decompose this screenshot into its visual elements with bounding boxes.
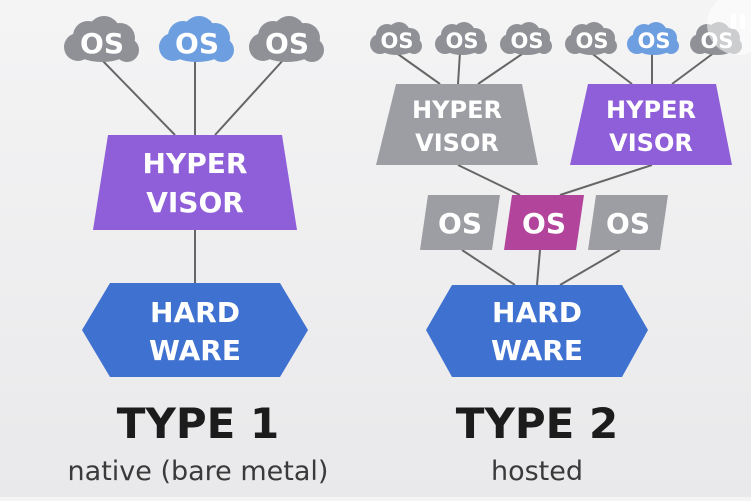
os-label: OS	[522, 207, 566, 240]
os-label: OS	[638, 29, 671, 53]
type1-os-cloud-2-active: OS	[159, 16, 234, 62]
hardware-label-line2: WARE	[491, 334, 583, 367]
hypervisor-label-line2: VISOR	[609, 129, 693, 157]
os-label: OS	[175, 27, 219, 60]
type1-os-cloud-1: OS	[64, 16, 139, 62]
type2-mid-os-box-1: OS	[420, 195, 500, 250]
os-label: OS	[576, 29, 609, 53]
hardware-label-line2: WARE	[149, 334, 241, 367]
type2-hypervisor-left: HYPER VISOR	[376, 84, 538, 165]
pause-icon	[731, 14, 745, 29]
type1-connectors	[99, 57, 286, 283]
os-label: OS	[438, 207, 482, 240]
os-label: OS	[265, 27, 309, 60]
hardware-label-line1: HARD	[492, 296, 582, 329]
hypervisor-label-line2: VISOR	[415, 129, 499, 157]
type1-title: TYPE 1	[117, 399, 279, 448]
type2-mid-os-box-2-host: OS	[504, 195, 584, 250]
type2-subtitle: hosted	[491, 456, 583, 487]
type2-top-os-cloud-5-active: OS	[627, 22, 679, 55]
type1-hardware: HARD WARE	[82, 283, 308, 377]
hypervisor-label-line1: HYPER	[606, 96, 696, 124]
type2-title: TYPE 2	[456, 399, 618, 448]
type2-top-os-cloud-1: OS	[370, 22, 422, 55]
type2-top-os-cloud-2: OS	[435, 22, 487, 55]
type1-subtitle: native (bare metal)	[68, 456, 329, 487]
pause-button[interactable]	[707, 0, 751, 55]
hypervisor-label-line2: VISOR	[146, 186, 244, 219]
type2-mid-os-box-3: OS	[588, 195, 668, 250]
type2-connectors	[394, 51, 716, 286]
type2-top-os-cloud-3: OS	[500, 22, 552, 55]
os-label: OS	[80, 27, 124, 60]
type2-hardware: HARD WARE	[426, 285, 648, 377]
type2-hypervisor-right: HYPER VISOR	[570, 84, 732, 165]
hypervisor-label-line1: HYPER	[143, 147, 248, 180]
os-label: OS	[511, 29, 544, 53]
os-label: OS	[446, 29, 479, 53]
hardware-label-line1: HARD	[150, 296, 240, 329]
type2-top-os-cloud-4: OS	[565, 22, 617, 55]
type1-hypervisor: HYPER VISOR	[93, 135, 297, 230]
os-label: OS	[606, 207, 650, 240]
hypervisor-label-line1: HYPER	[412, 96, 502, 124]
os-label: OS	[381, 29, 414, 53]
type1-os-cloud-3: OS	[249, 16, 324, 62]
